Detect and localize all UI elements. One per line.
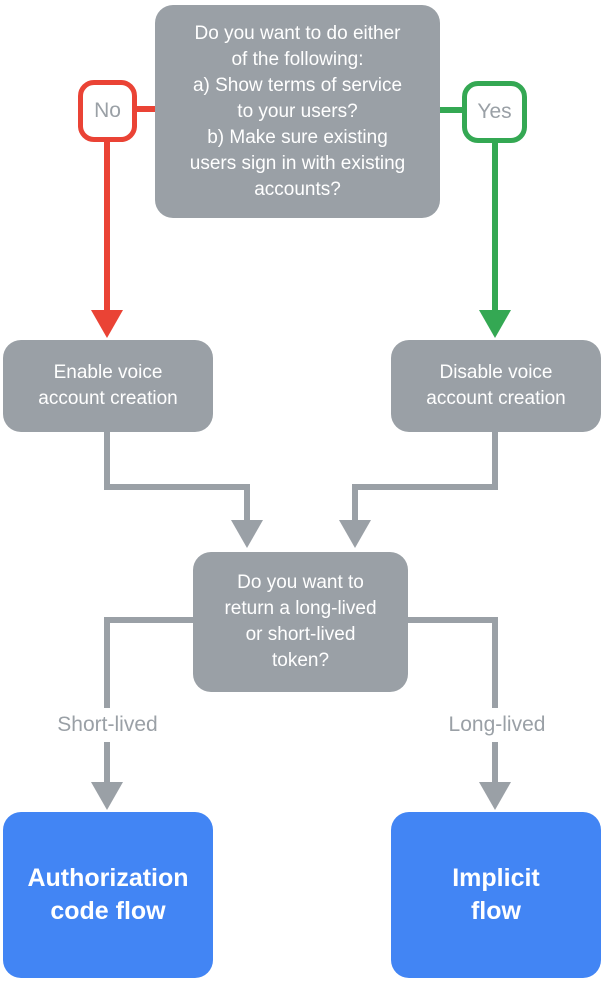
connector-no-horizontal (130, 106, 158, 112)
connector-long-vertical (492, 617, 498, 787)
decision-label-yes: Yes (462, 81, 527, 143)
connector-enable-down (104, 432, 110, 490)
arrow-down-green-icon (479, 310, 511, 338)
connector-disable-left (352, 484, 498, 490)
connector-short-horizontal (104, 617, 193, 623)
arrow-down-red-icon (91, 310, 123, 338)
connector-short-vertical (104, 617, 110, 787)
arrow-down-gray-left-icon (231, 520, 263, 548)
decision-label-no: No (78, 80, 137, 142)
arrow-down-long-lived-icon (479, 782, 511, 810)
node-enable-voice-account-creation: Enable voice account creation (3, 340, 213, 432)
connector-no-vertical (104, 138, 110, 312)
arrow-down-gray-right-icon (339, 520, 371, 548)
connector-disable-stub (352, 484, 358, 524)
connector-yes-horizontal (437, 107, 465, 113)
connector-enable-stub (244, 484, 250, 524)
connector-yes-vertical (492, 138, 498, 312)
branch-label-short-lived: Short-lived (23, 708, 192, 742)
branch-label-long-lived: Long-lived (412, 708, 582, 742)
result-node-authorization-code-flow: Authorization code flow (3, 812, 213, 978)
question-node-start: Do you want to do either of the followin… (155, 5, 440, 218)
arrow-down-short-lived-icon (91, 782, 123, 810)
connector-enable-right (104, 484, 250, 490)
connector-long-horizontal (408, 617, 498, 623)
node-disable-voice-account-creation: Disable voice account creation (391, 340, 601, 432)
question-node-token-lifetime: Do you want to return a long-lived or sh… (193, 552, 408, 692)
connector-disable-down (492, 432, 498, 490)
result-node-implicit-flow: Implicit flow (391, 812, 601, 978)
